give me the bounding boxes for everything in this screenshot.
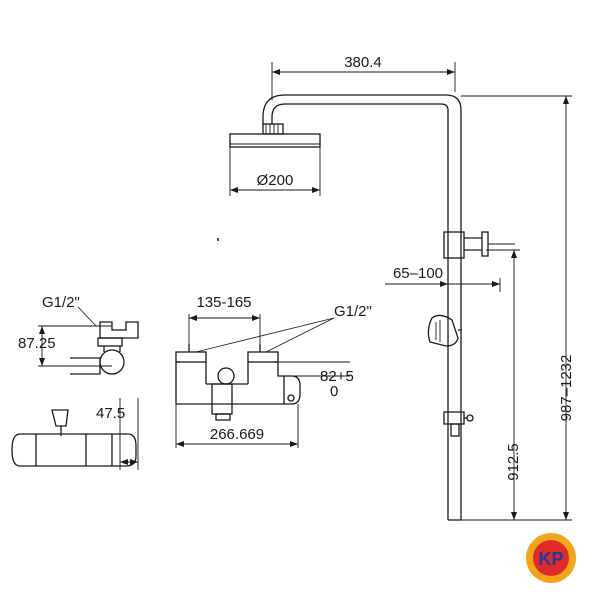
label-thread-left: G1/2"	[42, 294, 80, 311]
dim-valve-center	[188, 314, 261, 352]
label-arm-length: 380.4	[344, 54, 382, 71]
shower-head	[229, 123, 321, 196]
dim-hand-offset	[385, 278, 501, 292]
label-thread-right: G1/2"	[334, 303, 372, 320]
dim-arm-length	[271, 62, 456, 100]
label-eccentric-bottom: 0	[330, 383, 338, 400]
dim-mixer-height	[486, 249, 520, 520]
hand-shower	[427, 314, 462, 347]
side-view-bottom	[11, 398, 139, 470]
kp-logo: KP	[526, 533, 576, 583]
label-side-height: 87.25	[18, 335, 56, 352]
shower-column	[262, 94, 462, 521]
logo-text: KP	[538, 549, 563, 569]
dim-mixer-width	[175, 404, 299, 448]
dim-total-height	[461, 95, 572, 521]
lower-bracket	[443, 411, 474, 437]
dim-eccentric	[278, 361, 350, 377]
stray-mark	[217, 238, 219, 241]
label-side-depth: 47.5	[96, 405, 125, 422]
label-total-height: 987–1232	[558, 355, 575, 422]
mixer-body	[175, 344, 301, 421]
dim-head-diameter	[230, 187, 320, 193]
label-mixer-height: 912.5	[505, 443, 522, 481]
slider-bracket	[443, 231, 515, 259]
side-view-top	[38, 321, 139, 375]
label-valve-center: 135-165	[196, 294, 251, 311]
label-mixer-width: 266.669	[210, 426, 264, 443]
label-eccentric-top: 82+5	[320, 368, 354, 385]
label-hand-offset: 65–100	[393, 265, 443, 282]
label-head-diameter: Ø200	[257, 172, 294, 189]
